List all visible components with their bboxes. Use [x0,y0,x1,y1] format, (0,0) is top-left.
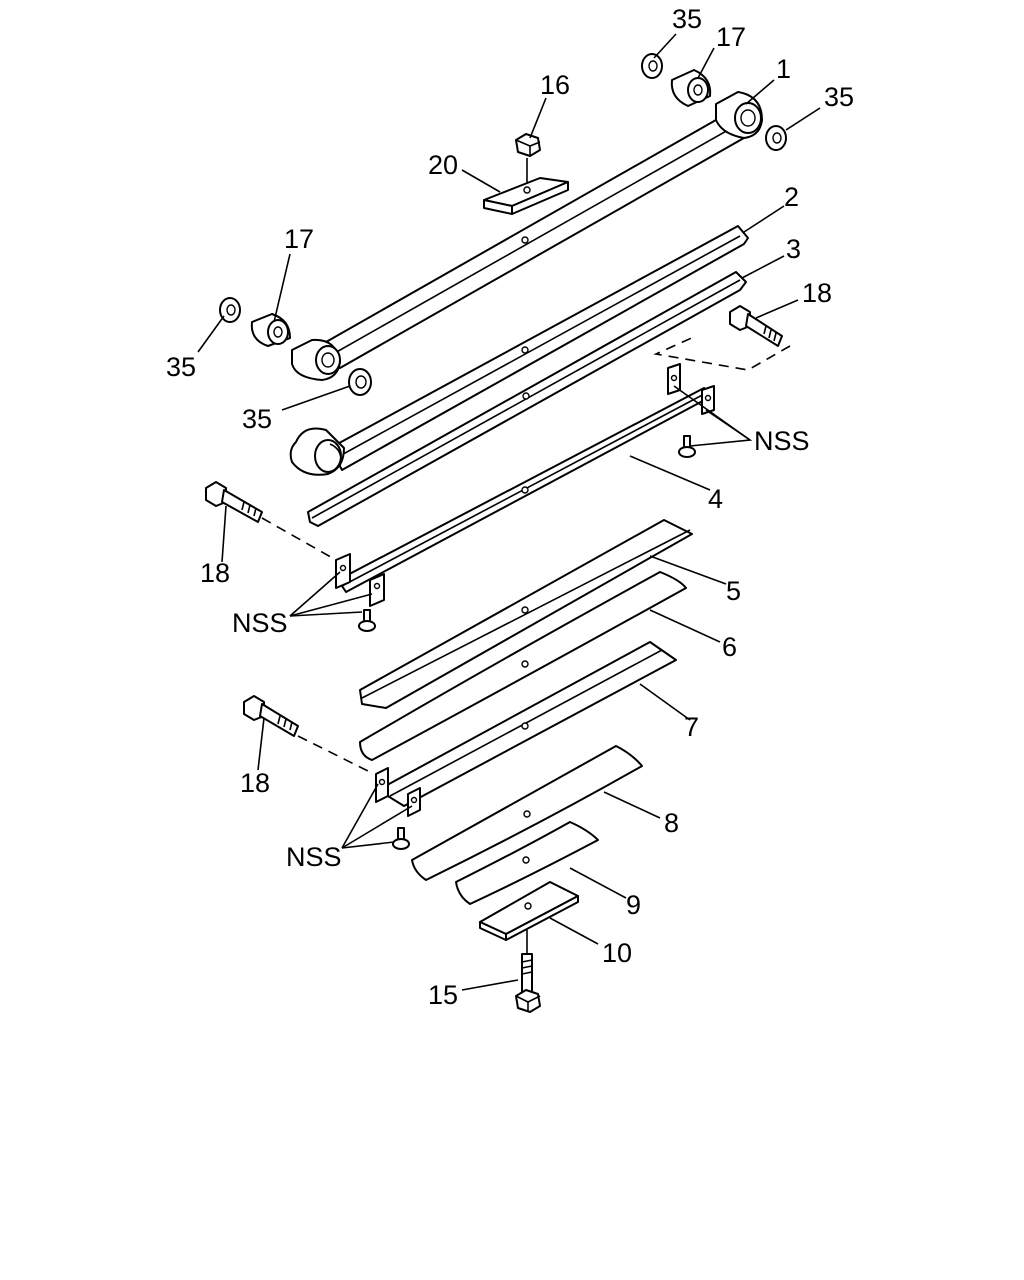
leaf-2 [289,225,749,476]
washer-35-top [641,53,663,79]
nut-16 [515,133,541,186]
callout-4: 4 [708,484,723,514]
bolt-18-upper-right [729,305,783,347]
leaf-9 [455,821,599,905]
alignment-line-upper [653,335,791,371]
callout-35-right: 35 [824,82,854,112]
callout-17-left: 17 [284,224,314,254]
leaf-8 [411,745,643,881]
callout-nss-lower: NSS [286,842,342,872]
alignment-line-left [261,517,337,561]
callout-15: 15 [428,980,458,1010]
washer-35-lower [348,368,372,396]
callout-18-left: 18 [200,558,230,588]
washer-35-left [219,297,241,323]
rivet-nss-upper [678,435,696,458]
rivet-nss-lower [392,827,410,850]
bolt-18-left [205,481,263,523]
callout-nss-upper: NSS [754,426,810,456]
leaf-5 [359,519,693,709]
callout-35-lower: 35 [242,404,272,434]
callout-17-top: 17 [716,22,746,52]
center-bolt-15 [515,930,541,1013]
bushing-17-front [250,313,291,347]
leaf-10 [479,881,579,941]
callout-8: 8 [664,808,679,838]
callout-7: 7 [684,712,699,742]
callout-2: 2 [784,182,799,212]
callout-5: 5 [726,576,741,606]
callout-6: 6 [722,632,737,662]
leaf-7 [375,641,677,817]
leader-lines [197,33,821,991]
bolt-18-lower-left [243,695,299,737]
callout-18-lower: 18 [240,768,270,798]
callout-16: 16 [540,70,570,100]
alignment-line-lower [297,735,375,775]
callout-35-top: 35 [672,4,702,34]
callout-35-left: 35 [166,352,196,382]
plate-20 [483,177,569,215]
washer-35-right [765,125,787,151]
rivet-nss-middle [358,609,376,632]
callout-nss-middle: NSS [232,608,288,638]
callout-20: 20 [428,150,458,180]
leaf-3 [307,271,747,527]
leaf-6 [359,571,687,761]
callout-9: 9 [626,890,641,920]
bushing-17-rear [670,69,712,107]
leaf-1-main-leaf [291,91,763,381]
callout-1: 1 [776,54,791,84]
leaf-4 [335,363,715,607]
callout-18-upper: 18 [802,278,832,308]
callout-10: 10 [602,938,632,968]
callout-3: 3 [786,234,801,264]
